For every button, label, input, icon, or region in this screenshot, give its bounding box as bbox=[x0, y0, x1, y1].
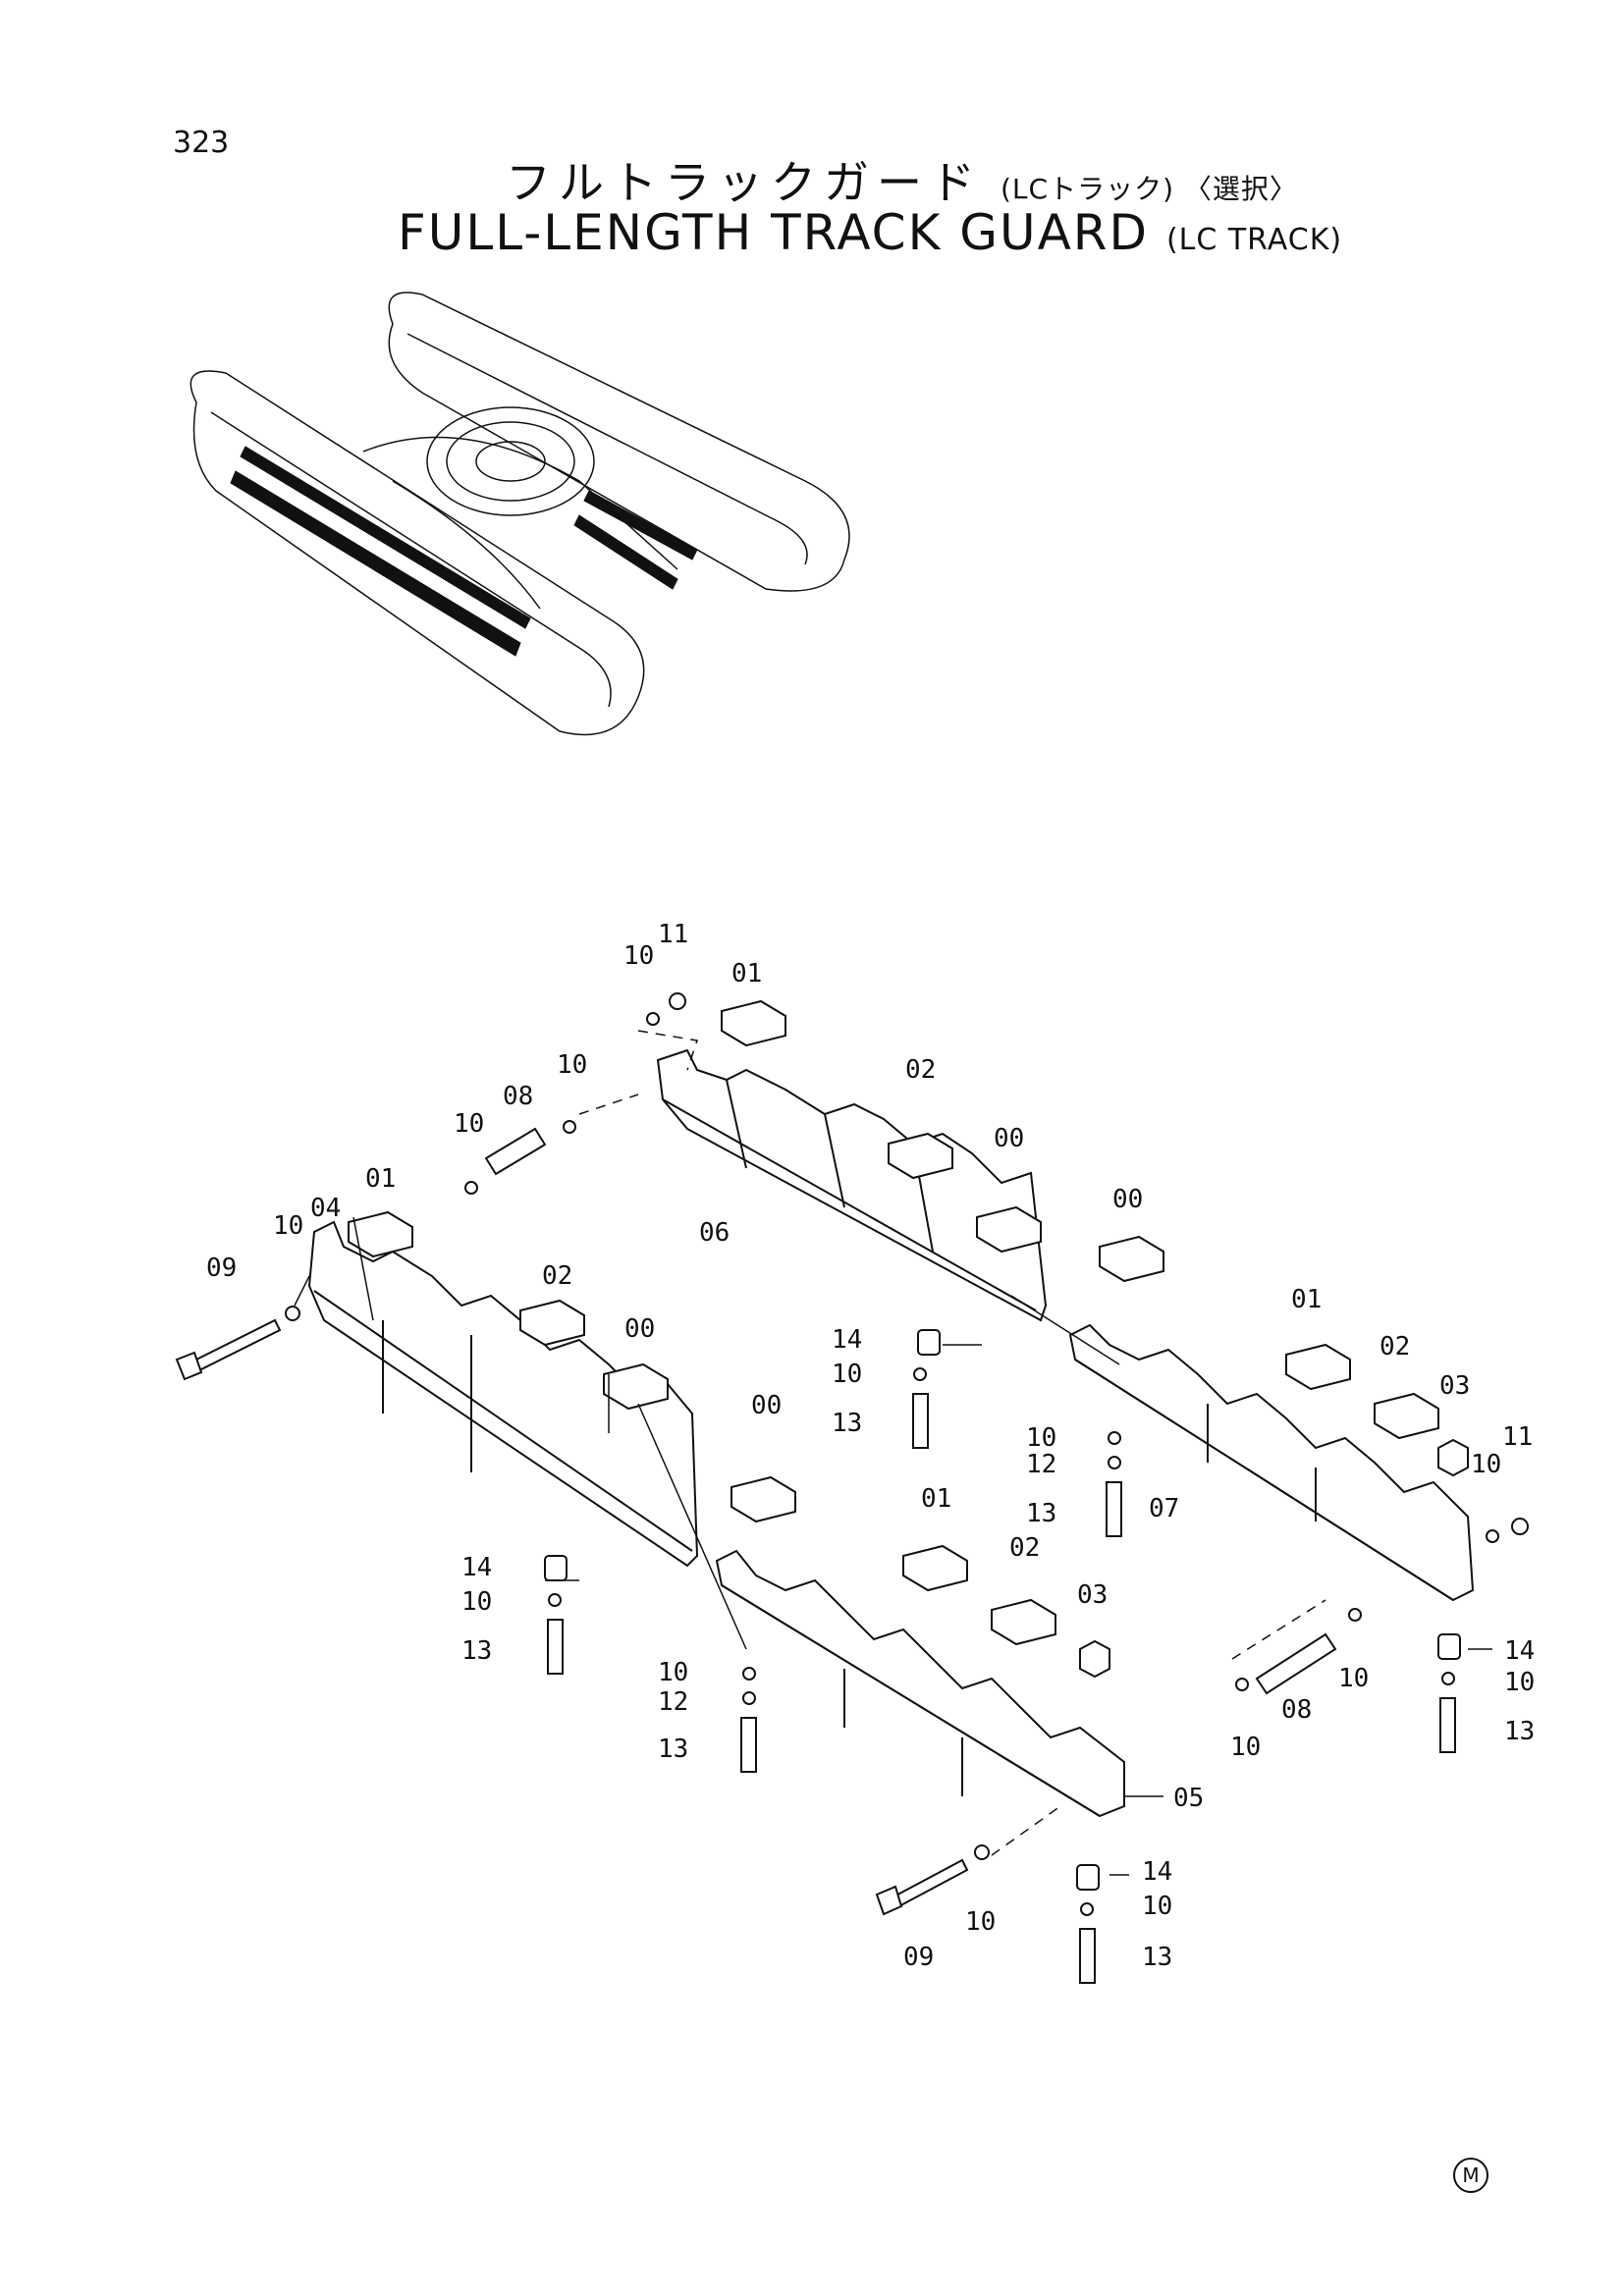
label: 12 bbox=[658, 1687, 688, 1717]
label: 04 bbox=[310, 1194, 341, 1223]
label: 13 bbox=[658, 1735, 688, 1764]
label: 14 bbox=[1142, 1857, 1172, 1887]
label: 07 bbox=[1149, 1494, 1179, 1523]
fasteners bbox=[175, 992, 1529, 1984]
label: 10 bbox=[1504, 1668, 1535, 1697]
label: 08 bbox=[1281, 1695, 1312, 1725]
label: 13 bbox=[832, 1409, 862, 1438]
title-jp-main: フルトラックガード bbox=[506, 156, 983, 209]
guard-06 bbox=[656, 1048, 1048, 1322]
title-en-sub: (LC TRACK) bbox=[1165, 223, 1343, 257]
label: 10 bbox=[1142, 1892, 1172, 1921]
label: 10 bbox=[1338, 1664, 1369, 1693]
label: 13 bbox=[1504, 1717, 1535, 1746]
label: 10 bbox=[1471, 1450, 1501, 1479]
label: 03 bbox=[1077, 1580, 1108, 1610]
label: 13 bbox=[461, 1636, 492, 1666]
label: 11 bbox=[658, 920, 688, 949]
label: 10 bbox=[832, 1360, 862, 1389]
page-number: 323 bbox=[173, 126, 230, 160]
label: 00 bbox=[994, 1124, 1024, 1153]
label: 10 bbox=[1026, 1423, 1056, 1453]
label: 06 bbox=[699, 1218, 730, 1248]
label: 01 bbox=[921, 1484, 951, 1514]
label: 13 bbox=[1142, 1943, 1172, 1972]
footer-mark: M bbox=[1453, 2158, 1488, 2193]
label: 02 bbox=[542, 1261, 572, 1291]
title-japanese: フルトラックガード (LCトラック) 〈選択〉 bbox=[506, 147, 1298, 212]
label: 09 bbox=[206, 1254, 237, 1283]
guard-07 bbox=[1068, 1323, 1475, 1602]
label: 10 bbox=[1230, 1733, 1261, 1762]
label: 10 bbox=[965, 1907, 996, 1937]
label: 10 bbox=[623, 941, 654, 971]
label: 03 bbox=[1439, 1371, 1470, 1401]
label: 14 bbox=[832, 1325, 862, 1355]
label: 13 bbox=[1026, 1499, 1056, 1528]
label: 00 bbox=[751, 1391, 782, 1420]
guard-04 bbox=[307, 1220, 699, 1568]
label: 05 bbox=[1173, 1784, 1204, 1813]
guard-blocks bbox=[348, 999, 1469, 1679]
leader-lines bbox=[294, 1030, 1492, 1876]
undercarriage-overview-illustration bbox=[189, 292, 850, 736]
label: 10 bbox=[454, 1109, 484, 1139]
label: 02 bbox=[905, 1055, 936, 1085]
label: 12 bbox=[1026, 1450, 1056, 1479]
label: 00 bbox=[1112, 1185, 1143, 1214]
label: 01 bbox=[1291, 1285, 1322, 1314]
label: 02 bbox=[1009, 1533, 1040, 1563]
label: 01 bbox=[731, 959, 762, 988]
label: 01 bbox=[365, 1164, 396, 1194]
label: 09 bbox=[903, 1943, 934, 1972]
label: 08 bbox=[503, 1082, 533, 1111]
label: 10 bbox=[658, 1658, 688, 1687]
title-english: FULL-LENGTH TRACK GUARD (LC TRACK) bbox=[398, 204, 1342, 261]
part-labels: 10 11 01 10 08 10 02 00 06 01 10 04 09 0… bbox=[206, 920, 1535, 1972]
label: 00 bbox=[624, 1314, 655, 1344]
label: 14 bbox=[461, 1553, 492, 1582]
label: 14 bbox=[1504, 1636, 1535, 1666]
label: 02 bbox=[1380, 1332, 1410, 1362]
label: 10 bbox=[461, 1587, 492, 1617]
label: 11 bbox=[1502, 1422, 1533, 1452]
guard-05 bbox=[715, 1549, 1125, 1818]
label: 10 bbox=[273, 1211, 303, 1241]
label: 10 bbox=[557, 1050, 587, 1080]
title-jp-sub: (LCトラック) 〈選択〉 bbox=[1001, 173, 1298, 205]
title-en-main: FULL-LENGTH TRACK GUARD bbox=[398, 204, 1150, 261]
